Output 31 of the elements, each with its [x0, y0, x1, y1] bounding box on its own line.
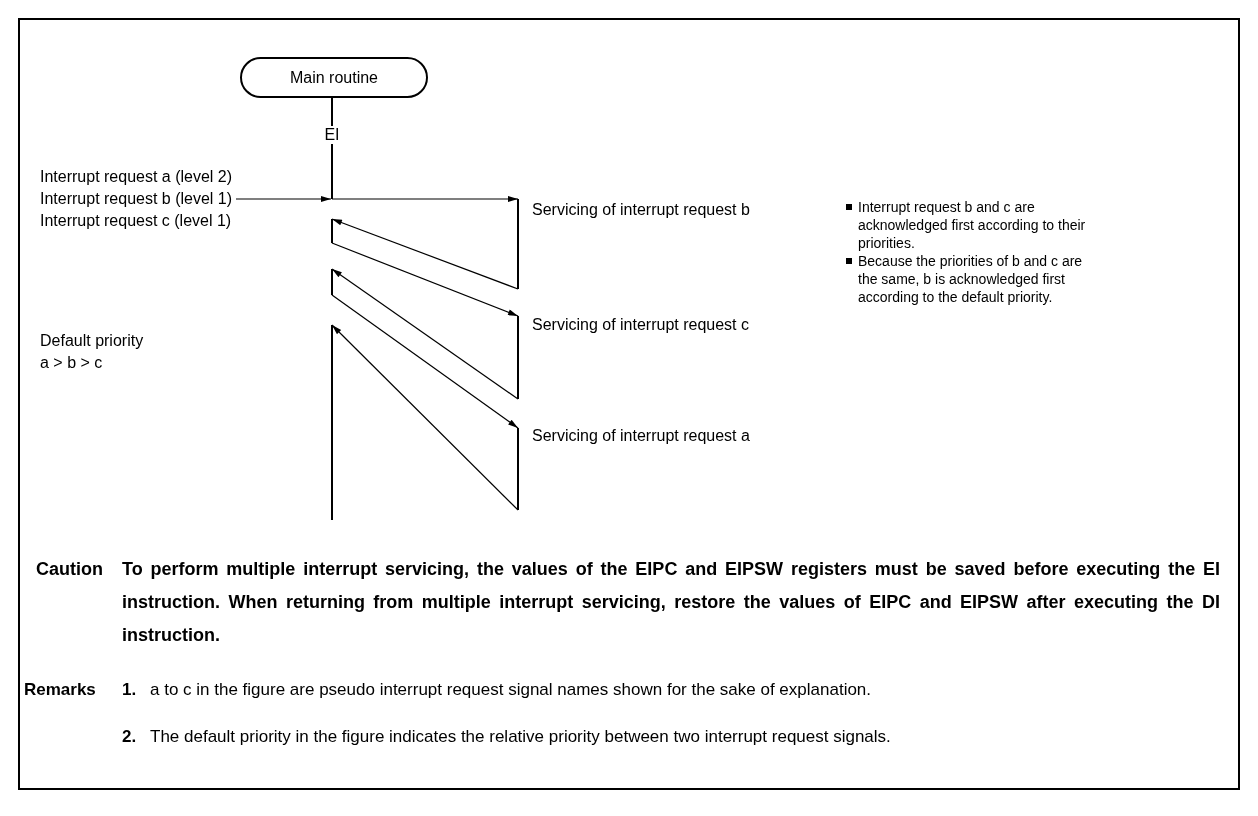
request-label: Interrupt request b (level 1): [40, 189, 233, 209]
timeline-bar: [517, 316, 519, 399]
note-text: Because the priorities of b and c are the same, b is acknowledged first according to the default priority.: [858, 252, 1084, 306]
arrow: [331, 294, 519, 429]
arrow: [331, 218, 519, 290]
remark-number: 2.: [122, 726, 138, 748]
arrow: [331, 268, 519, 400]
remarks-heading: Remarks: [24, 679, 97, 701]
arrow: [331, 324, 519, 511]
timeline-bar: [331, 325, 333, 520]
caution-text: To perform multiple interrupt servicing, the values of the EIPC and EIPSW registers must be saved before executing the EI instruction. When returning from multiple interrupt servicing, restore the values of EIPC and EIPSW after executing the DI instruction.: [122, 558, 1220, 647]
terminal-box: Main routine: [240, 57, 428, 98]
timeline-bar: [517, 199, 519, 289]
bar-label: Servicing of interrupt request c: [532, 315, 749, 335]
bar-label: Servicing of interrupt request b: [532, 200, 750, 220]
instruction-label: EI: [323, 126, 341, 144]
caution-heading: Caution: [36, 558, 104, 581]
arrow: [235, 196, 332, 202]
note-text: Interrupt request b and c are acknowledged first according to their priorities.: [858, 198, 1086, 252]
request-label: Interrupt request c (level 1): [40, 211, 232, 231]
timeline-bar: [331, 219, 333, 243]
priority-note: Default priority a > b > c: [40, 331, 145, 373]
arrow: [331, 242, 519, 317]
remark-text: a to c in the figure are pseudo interrupt request signal names shown for the sake of explanation.: [150, 679, 872, 701]
arrow: [331, 196, 519, 202]
request-label: Interrupt request a (level 2): [40, 167, 233, 187]
bar-label: Servicing of interrupt request a: [532, 426, 750, 446]
timeline-bar: [331, 269, 333, 295]
timeline-bar: [517, 428, 519, 510]
remark-number: 1.: [122, 679, 138, 701]
remark-text: The default priority in the figure indicates the relative priority between two interrupt request signals.: [150, 726, 891, 748]
